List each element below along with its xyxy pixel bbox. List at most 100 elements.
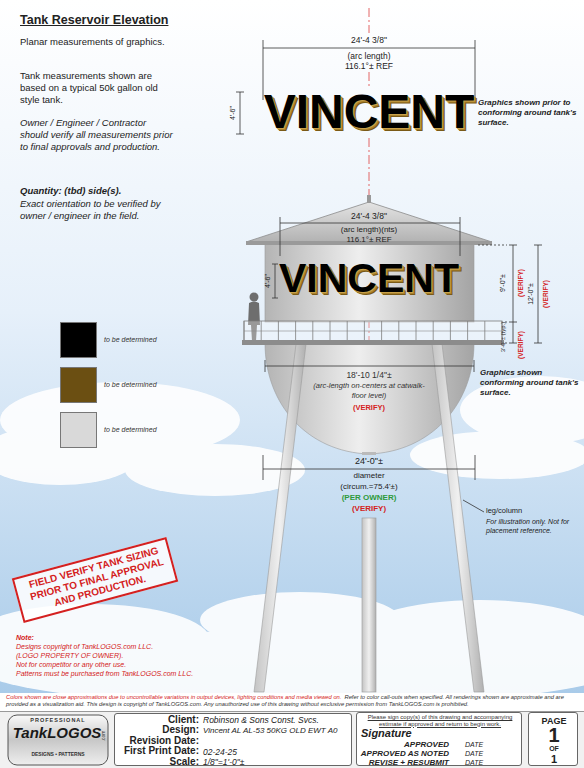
legend-text: to be determined — [104, 381, 157, 389]
color-swatch — [60, 367, 97, 403]
logo-badge — [8, 715, 108, 765]
riser-pipe — [362, 518, 376, 692]
date-label: DATE — [465, 749, 483, 758]
graphic-lettering: VINCENT — [279, 258, 459, 299]
roof-finial — [367, 195, 371, 203]
dimension-text: (circum.=75.4'±) — [340, 482, 397, 492]
owner-text: (PER OWNER) — [342, 493, 397, 503]
field-label: First Print Date: — [124, 746, 199, 757]
title-strip — [0, 712, 584, 768]
legend-entry: to be determined — [60, 367, 240, 403]
dimension-text: diameter — [353, 471, 384, 481]
dimension-text: 12'-0"± — [527, 283, 535, 305]
field-value: Robinson & Sons Const. Svcs. — [203, 715, 319, 726]
dimension-text: 24'-4 3/8" — [351, 35, 387, 45]
rail-posts — [244, 321, 502, 341]
tank-shell — [265, 244, 474, 322]
approval-option: REVISE + RESUBMIT — [369, 758, 449, 767]
catwalk-rail — [244, 321, 502, 341]
legend-text: to be determined — [104, 336, 157, 344]
rail-post — [433, 321, 434, 341]
cloud — [125, 444, 305, 496]
rail-post — [347, 321, 348, 341]
verify-text: (VERIFY) — [352, 504, 386, 514]
note-text: Planar measurements of graphics. — [20, 36, 170, 48]
dimension-text: (arc-length on-centers at catwalk-floor … — [309, 381, 429, 400]
sky-background — [0, 0, 584, 693]
callout-text: Graphics shown prior to conforming aroun… — [478, 98, 578, 128]
copyright-note: (LOGO PROPERTY OF OWNER). — [16, 651, 123, 660]
rail-post — [312, 321, 313, 341]
leader-line — [463, 500, 484, 512]
page-block: PAGE1OF1 — [528, 712, 578, 766]
approval-block: Please sign copy(s) of this drawing and … — [356, 712, 522, 766]
note-text: Exact orientation to be verified by owne… — [20, 198, 165, 222]
color-swatch — [60, 322, 97, 358]
copyright-note: Patterns must be purchased from TankLOGO… — [16, 669, 193, 678]
dimension-text: 4'-6" — [264, 274, 272, 288]
rail-post — [364, 321, 365, 341]
dimension-line — [509, 245, 542, 343]
rail-post — [484, 321, 485, 341]
leg-note: For illustration only. Not for placement… — [486, 517, 578, 535]
rail-post — [278, 321, 279, 341]
date-label: DATE — [465, 758, 483, 767]
page-number: 1 — [548, 725, 559, 745]
verify-text: (VERIFY) — [353, 403, 385, 412]
quantity-text: Quantity: (tbd) side(s). — [20, 185, 121, 197]
dimension-text: 4'-6" — [229, 106, 237, 120]
tank-leg — [432, 344, 484, 692]
dimension-line — [236, 92, 244, 134]
graphic-lettering: VINCENT — [264, 88, 475, 136]
sheet-title: Tank Reservoir Elevation — [20, 13, 168, 28]
callout-text: Graphics shown conforming around tank's … — [480, 368, 580, 398]
instruction-text: Please sign copy(s) of this drawing and … — [359, 714, 521, 727]
field-label: Scale: — [170, 757, 199, 768]
logo-text: PROFESSIONAL — [30, 717, 85, 723]
stamp-text: FIELD VERIFY TANK SIZING PRIOR TO FINAL … — [18, 542, 176, 617]
field-value: 02-24-25 — [203, 747, 237, 758]
title-strip — [0, 693, 584, 768]
copyright-note: Designs copyright of TankLOGOS.com LLC. — [16, 642, 153, 651]
verify-stamp: FIELD VERIFY TANK SIZING PRIOR TO FINAL … — [12, 537, 178, 623]
rail-post — [244, 321, 245, 341]
field-label: Revision Date: — [130, 736, 199, 747]
field-value: Vincent AL AL-53 50KG OLD EWT A0 — [203, 726, 337, 737]
approval-option: APPROVED — [404, 740, 449, 749]
field-label: Design: — [162, 725, 199, 736]
rail-post — [398, 321, 399, 341]
approval-option: APPROVED AS NOTED — [361, 749, 449, 758]
field-value: 1/8"=1'-0"± — [203, 757, 244, 768]
disclaimer-line: Colors shown are close approximations du… — [6, 694, 578, 708]
cloud — [410, 431, 584, 479]
copyright-note: Not for competitor or any other use. — [16, 660, 126, 669]
rail-post — [467, 321, 468, 341]
tank-leg — [254, 344, 306, 692]
title-block: Client: Robinson & Sons Const. Svcs. Desig… — [114, 713, 352, 766]
color-swatch — [60, 412, 97, 448]
disclaimer-text: Colors shown are close approximations du… — [6, 694, 341, 700]
rail-post — [416, 321, 417, 341]
logo-text: TankLOGOS — [13, 724, 102, 742]
catwalk-midrail — [244, 331, 502, 332]
dimension-text: 3'-0"± (typ.) — [500, 322, 507, 353]
dimension-text: 116.1°± REF — [345, 61, 393, 71]
rail-post — [381, 321, 382, 341]
legend-entry: to be determined — [60, 322, 240, 358]
dimension-text: (arc length) — [348, 51, 391, 61]
catwalk-floor — [242, 340, 504, 345]
rail-post — [261, 321, 262, 341]
field-label: Client: — [168, 715, 199, 726]
copyright-note: Note: — [16, 633, 34, 642]
note-text: Tank measurements shown are based on a t… — [20, 70, 170, 106]
leg-label: leg/column — [486, 506, 522, 515]
legend-text: to be determined — [104, 426, 157, 434]
dimension-text: 9'-0"± — [499, 274, 507, 292]
verify-text: (VERIFY) — [542, 280, 549, 308]
dimension-text: 24'-4 3/8" — [351, 211, 387, 221]
dimension-line — [272, 264, 278, 298]
dimension-line — [263, 455, 475, 480]
verify-text: (VERIFY) — [517, 331, 524, 359]
riser-neck — [362, 452, 376, 455]
